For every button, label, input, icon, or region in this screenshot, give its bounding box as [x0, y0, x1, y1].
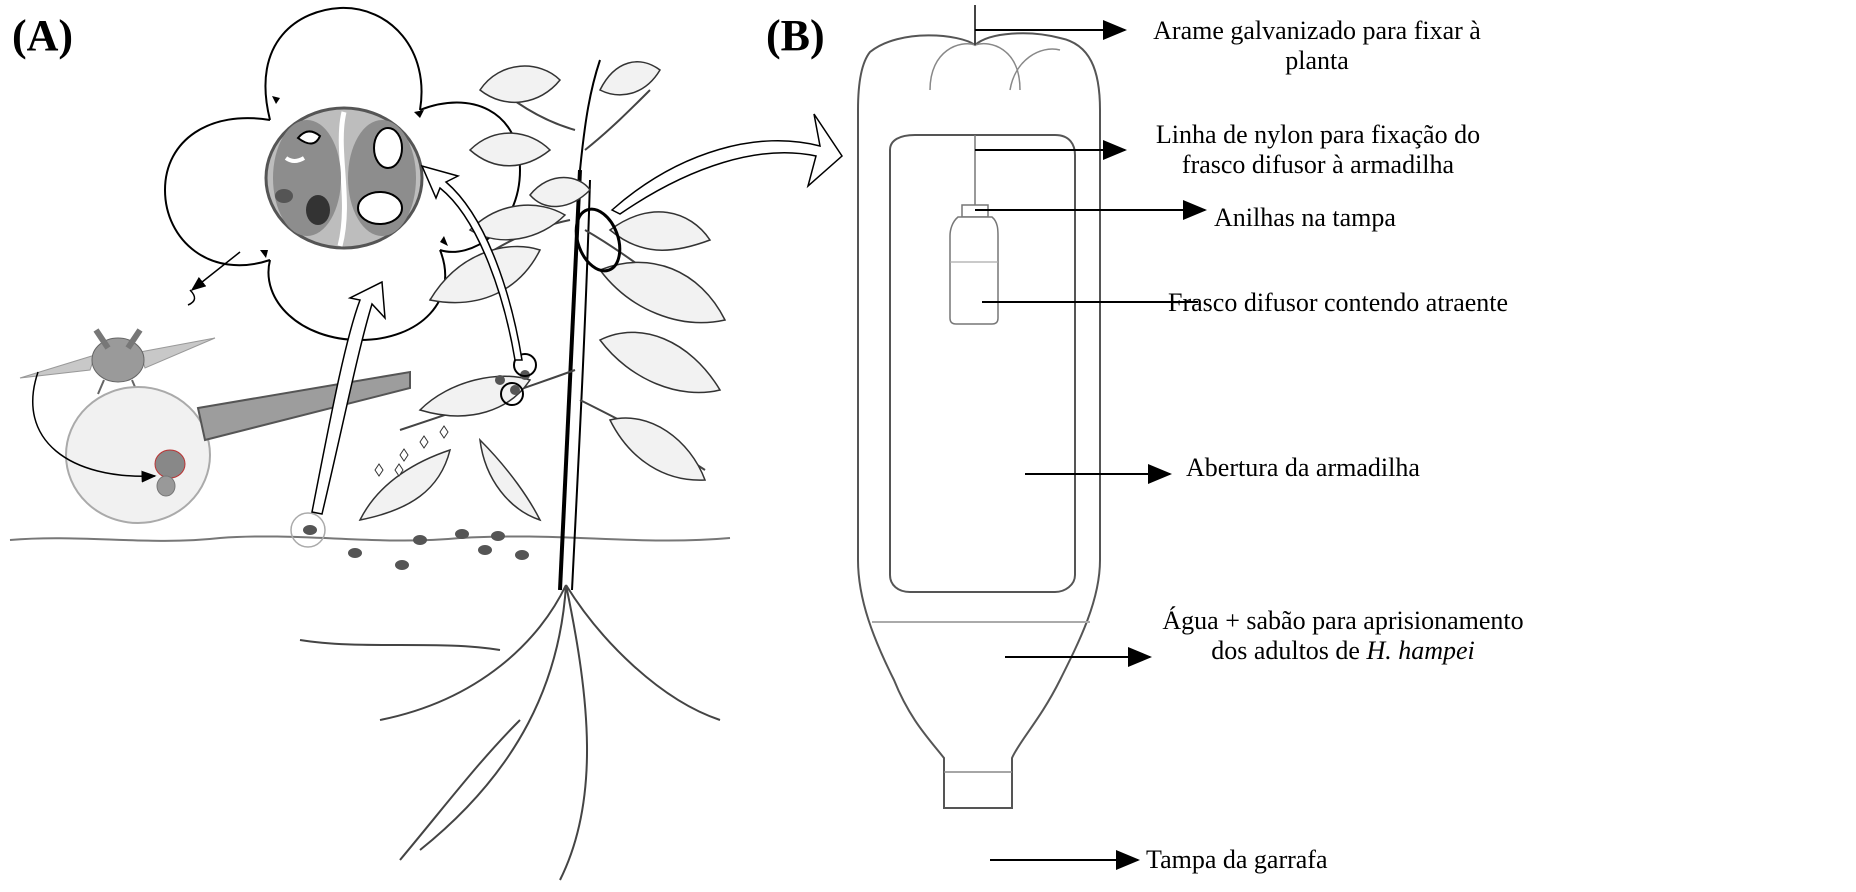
water-label: Água + sabão para aprisionamento dos adu…	[1136, 606, 1550, 666]
flying-beetle-icon	[20, 330, 215, 394]
panel-b-label: (B)	[766, 14, 825, 58]
opening-label: Abertura da armadilha	[1186, 453, 1456, 483]
cap-label: Tampa da garrafa	[1146, 845, 1376, 875]
diffuser-label-line1: Frasco difusor contendo atraente	[1168, 288, 1554, 318]
wire-label: Arame galvanizado para fixar à planta	[1132, 16, 1502, 76]
opening-label-line1: Abertura da armadilha	[1186, 453, 1456, 483]
rings-label-line1: Anilhas na tampa	[1214, 203, 1424, 233]
nylon-label-line2: frasco difusor à armadilha	[1132, 150, 1504, 180]
wire-label-line1: Arame galvanizado para fixar à	[1132, 16, 1502, 46]
species-name: H. hampei	[1366, 636, 1474, 665]
cap-label-line1: Tampa da garrafa	[1146, 845, 1376, 875]
water-label-line1: Água + sabão para aprisionamento	[1136, 606, 1550, 636]
bored-berry-icon	[66, 372, 410, 523]
water-label-prefix: dos adultos de	[1211, 636, 1366, 665]
rings-label: Anilhas na tampa	[1214, 203, 1424, 233]
water-label-line2: dos adultos de H. hampei	[1136, 636, 1550, 666]
plant-to-trap-arrow	[612, 114, 842, 214]
beetle-to-cycle-arrow-head	[192, 252, 240, 290]
diffuser-label: Frasco difusor contendo atraente	[1168, 288, 1554, 318]
nylon-label-line1: Linha de nylon para fixação do	[1132, 120, 1504, 150]
beetle-to-cycle-arrow	[188, 290, 195, 305]
wire-label-line2: planta	[1132, 46, 1502, 76]
bottle-trap-icon	[858, 5, 1100, 808]
panel-a-label: (A)	[12, 14, 73, 58]
nylon-label: Linha de nylon para fixação do frasco di…	[1132, 120, 1504, 180]
